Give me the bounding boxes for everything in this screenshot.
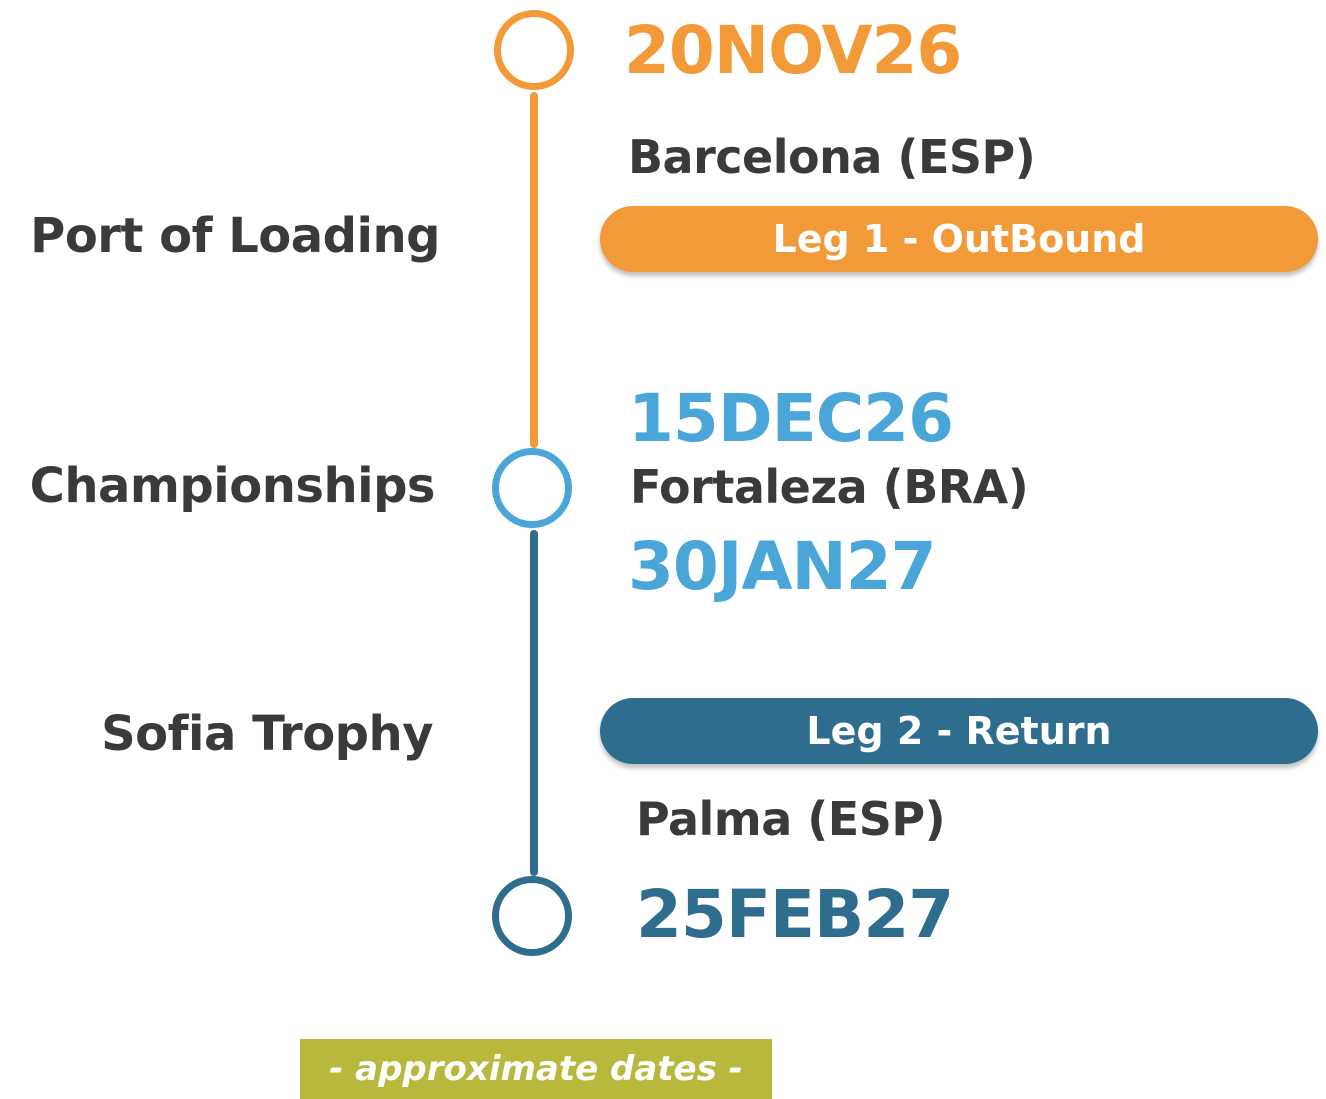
- label-sofia-trophy: Sofia Trophy: [101, 706, 433, 762]
- date-fortaleza-departure: 30JAN27: [628, 528, 937, 605]
- timeline-segment-return: [530, 530, 538, 876]
- label-port-of-loading: Port of Loading: [30, 208, 440, 264]
- place-fortaleza: Fortaleza (BRA): [630, 460, 1029, 514]
- approximate-dates-note: - approximate dates -: [300, 1039, 772, 1099]
- place-barcelona: Barcelona (ESP): [628, 130, 1036, 184]
- label-championships: Championships: [29, 458, 436, 514]
- leg-1-outbound-pill: Leg 1 - OutBound: [600, 206, 1318, 272]
- place-palma: Palma (ESP): [636, 792, 946, 846]
- timeline-node-barcelona: [494, 10, 574, 90]
- date-barcelona-departure: 20NOV26: [624, 12, 962, 89]
- leg-2-return-pill: Leg 2 - Return: [600, 698, 1318, 764]
- date-fortaleza-arrival: 15DEC26: [628, 380, 954, 457]
- timeline-node-fortaleza: [492, 448, 572, 528]
- date-palma-arrival: 25FEB27: [636, 876, 954, 953]
- timeline-node-palma: [492, 876, 572, 956]
- timeline-segment-outbound: [530, 92, 538, 448]
